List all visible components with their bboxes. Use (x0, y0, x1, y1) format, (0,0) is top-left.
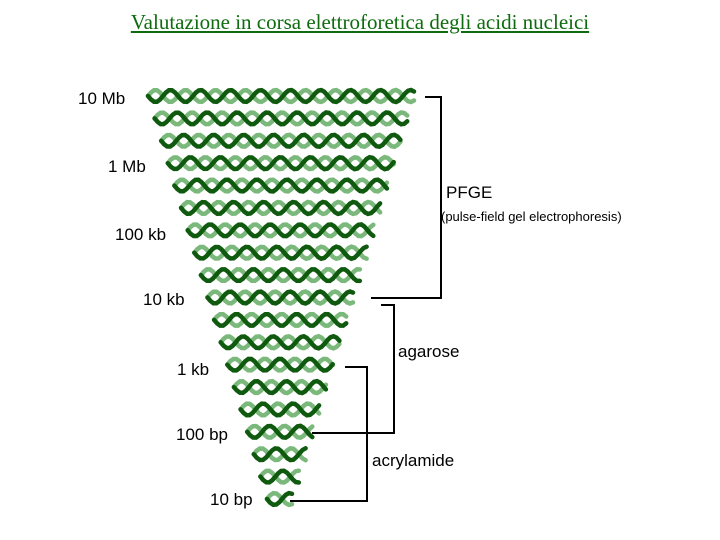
dna-helix-icon (244, 423, 315, 441)
size-label-1mb: 1 Mb (108, 157, 146, 176)
dna-helix-icon (185, 222, 376, 239)
dna-strand-light (251, 445, 308, 463)
dna-helix-icon (152, 110, 410, 127)
dna-strand-dark (165, 154, 396, 172)
dna-helix-icon (158, 132, 403, 150)
dna-helix-icon (178, 199, 383, 217)
dna-strand-dark (198, 267, 363, 284)
dna-strand-dark (172, 177, 390, 194)
dna-helix-icon (192, 244, 369, 262)
dna-strand-dark (211, 311, 349, 328)
method-detail-pfge: (pulse-field gel electrophoresis) (441, 209, 622, 224)
dna-helix-icon (205, 289, 356, 306)
dna-strand-dark (192, 244, 369, 262)
dna-helix-icon (198, 267, 363, 284)
dna-strand-dark (231, 378, 329, 396)
dna-strand-dark (205, 289, 356, 306)
dna-helix-icon (172, 177, 390, 194)
dna-strand-dark (251, 446, 308, 463)
size-label-1kb: 1 kb (177, 360, 209, 379)
dna-strand-light (225, 356, 335, 373)
dna-strand-dark (218, 333, 342, 351)
agarose-bracket (312, 304, 395, 434)
size-label-10kb: 10 kb (143, 290, 185, 309)
dna-helix-icon (145, 87, 417, 105)
dna-helix-icon (238, 401, 322, 418)
title-text: Valutazione in corsa elettroforetica deg… (130, 10, 590, 34)
dna-helix-icon (218, 333, 342, 351)
dna-funnel (145, 87, 417, 508)
dna-strand-light (238, 401, 322, 418)
dna-strand-light (165, 154, 396, 172)
size-label-10mb: 10 Mb (78, 89, 125, 108)
pfge-bracket (371, 96, 442, 299)
dna-helix-icon (251, 445, 308, 463)
dna-strand-light (198, 267, 363, 284)
method-label-pfge: PFGE (446, 183, 492, 202)
dna-strand-dark (152, 110, 410, 127)
dna-helix-icon (231, 378, 329, 396)
dna-strand-dark (145, 87, 417, 105)
dna-strand-dark (178, 199, 383, 217)
dna-strand-dark (264, 490, 295, 508)
dna-strand-dark (238, 401, 322, 418)
dna-helix-icon (165, 154, 396, 172)
dna-strand-dark (244, 423, 315, 441)
dna-helix-icon (211, 311, 349, 328)
dna-strand-light (211, 311, 349, 328)
dna-helix-icon (264, 490, 295, 508)
size-label-10bp: 10 bp (210, 490, 253, 509)
dna-strand-dark (258, 468, 302, 485)
dna-helix-icon (225, 356, 335, 373)
dna-strand-dark (225, 356, 335, 373)
dna-strand-light (264, 490, 295, 508)
dna-strand-dark (158, 132, 403, 150)
size-label-100bp: 100 bp (176, 425, 228, 444)
method-label-agarose: agarose (398, 342, 459, 361)
method-label-acrylamide: acrylamide (372, 451, 454, 470)
dna-helix-icon (258, 468, 302, 485)
dna-strand-light (244, 423, 315, 441)
dna-strand-dark (185, 222, 376, 239)
acrylamide-bracket (290, 366, 368, 502)
size-label-100kb: 100 kb (115, 225, 166, 244)
page-title: Valutazione in corsa elettroforetica deg… (0, 10, 720, 35)
dna-strand-light (258, 468, 302, 485)
